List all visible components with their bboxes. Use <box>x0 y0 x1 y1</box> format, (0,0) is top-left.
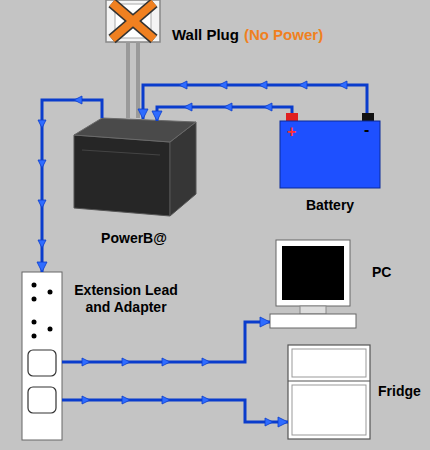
power-cord <box>128 42 138 118</box>
power-wire <box>62 317 270 366</box>
arrow-head <box>138 109 148 119</box>
power-unit <box>74 118 196 216</box>
arrow-head <box>260 317 270 327</box>
arrow-head <box>38 160 46 168</box>
terminal-sign: - <box>364 122 369 138</box>
arrow-head <box>202 358 210 366</box>
fridge <box>288 345 370 439</box>
node-label: Extension Lead and Adapter <box>74 282 178 316</box>
arrow-head <box>38 240 46 248</box>
node-label: Wall Plug <box>172 26 239 44</box>
extension-strip <box>22 272 62 440</box>
arrow-head <box>265 418 273 426</box>
power-wire <box>138 81 367 119</box>
extension-node: Extension Lead and Adapter <box>22 272 62 440</box>
wire-line <box>143 85 367 119</box>
power-wire <box>37 96 102 272</box>
fridge-node: Fridge <box>288 345 370 439</box>
node-label: Battery <box>280 197 380 214</box>
node-label: Fridge <box>378 383 421 400</box>
arrow-head <box>162 358 170 366</box>
arrow-head <box>259 81 267 89</box>
arrow-head <box>122 396 130 404</box>
arrow-head <box>122 358 130 366</box>
wire-line <box>42 100 102 272</box>
arrow-head <box>179 81 187 89</box>
power-unit-node: PowerB@ <box>72 118 196 216</box>
pc-node: PC <box>270 240 356 332</box>
wire-line <box>62 400 288 422</box>
arrow-head <box>202 396 210 404</box>
arrow-head <box>152 111 162 121</box>
terminal-sign: + <box>287 124 296 140</box>
arrow-head <box>219 81 227 89</box>
arrow-head <box>264 103 272 111</box>
node-label: PC <box>372 264 391 281</box>
arrow-head <box>339 81 347 89</box>
node-label: (No Power) <box>244 26 323 44</box>
arrow-head <box>162 396 170 404</box>
wall-plug-node: Wall Plug(No Power) <box>106 0 160 42</box>
arrow-head <box>184 103 192 111</box>
wire-line <box>126 42 130 118</box>
arrow-head <box>82 358 90 366</box>
power-wire <box>62 396 288 427</box>
arrow-head <box>38 120 46 128</box>
wire-line <box>62 322 270 362</box>
arrow-head <box>224 103 232 111</box>
node-label: PowerB@ <box>72 230 196 247</box>
arrow-head <box>38 200 46 208</box>
battery-symbol <box>280 113 380 188</box>
wire-line <box>136 42 140 118</box>
arrow-head <box>278 417 288 427</box>
pc-computer <box>270 240 356 328</box>
arrow-head <box>82 396 90 404</box>
wall-plug <box>106 0 160 42</box>
arrow-head <box>299 81 307 89</box>
arrow-head <box>74 96 82 104</box>
arrow-head <box>37 262 47 272</box>
power-wire <box>152 103 292 121</box>
